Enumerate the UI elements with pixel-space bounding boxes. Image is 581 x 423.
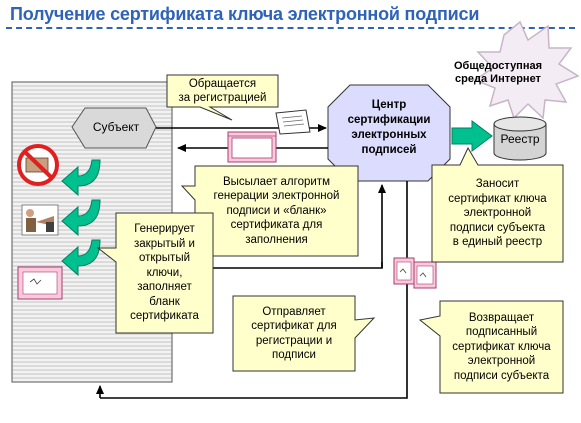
subject-label: Субъект: [92, 120, 140, 134]
registry-label: Реестр: [500, 132, 540, 146]
callout-generates-shape: [96, 212, 214, 334]
to-registry-arrow: [451, 120, 493, 152]
handshake-icon: [21, 204, 59, 236]
callout-registry-text: Заносит сертификат ключа электронной под…: [448, 178, 547, 249]
callout-return-shape: [418, 300, 564, 394]
title-underline: [6, 27, 575, 29]
callout-algorithm: Высылает алгоритм генерации электронной …: [195, 166, 358, 256]
callout-send-text: Отправляет сертификат для регистрации и …: [251, 305, 337, 362]
center-shape: [327, 84, 451, 182]
callout-return: Возвращает подписанный сертификат ключа …: [440, 301, 563, 393]
callout-return-text: Возвращает подписанный сертификат ключа …: [452, 311, 551, 382]
registry-shape: [493, 116, 547, 161]
flow-arrow-icon: [61, 159, 101, 277]
callout-registry: Заносит сертификат ключа электронной под…: [432, 165, 563, 262]
callout-registry-shape: [431, 146, 564, 263]
center-label: Центр сертификации электронных подписей: [347, 99, 431, 156]
callout-generates-text: Генерирует закрытый и открытый ключи, за…: [130, 223, 199, 323]
subject-shape: [71, 107, 157, 149]
starburst-icon: [473, 20, 580, 120]
certificate-icon: [393, 257, 437, 289]
callout-register-text: Обращается за регистрацией: [178, 77, 267, 105]
no-entry-icon: [17, 144, 59, 186]
callout-send-shape: [232, 295, 376, 372]
page-title: Получение сертификата ключа электронной …: [10, 4, 480, 24]
hand-writing-icon: [17, 266, 63, 300]
internet-label: Общедоступная среда Интернет: [453, 60, 543, 85]
document-icon: [275, 109, 311, 135]
callout-send: Отправляет сертификат для регистрации и …: [233, 296, 355, 371]
callout-algorithm-text: Высылает алгоритм генерации электронной …: [213, 175, 340, 246]
return-certificate-line: [100, 181, 408, 399]
callout-register-shape: [166, 74, 279, 121]
callout-generates: Генерирует закрытый и открытый ключи, за…: [116, 213, 213, 333]
certificate-blank-icon: [227, 131, 277, 163]
callout-register: Обращается за регистрацией: [167, 75, 278, 107]
